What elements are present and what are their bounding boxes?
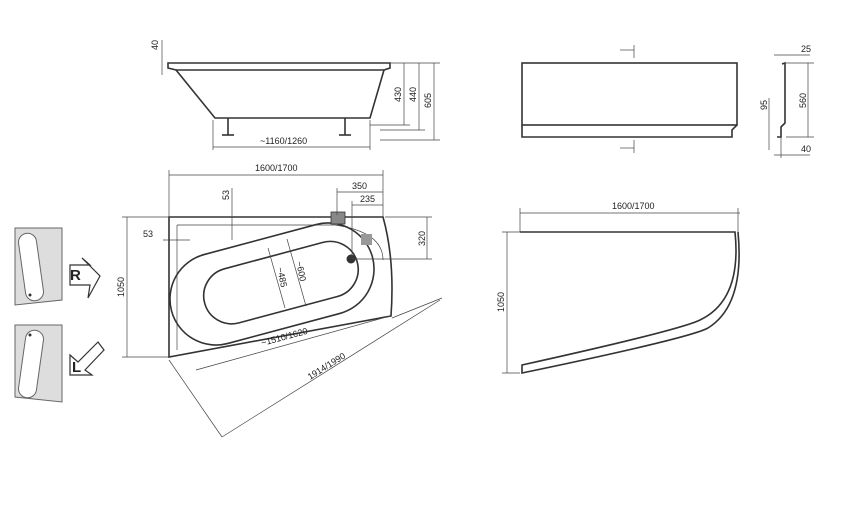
panel-plan-depth: 1050 [496, 292, 506, 312]
dim-605: 605 [423, 93, 433, 108]
dim-rim-left: 53 [143, 229, 153, 239]
dim-95: 95 [759, 100, 769, 110]
side-view: 40 430 440 605 ~1160/1260 [150, 40, 440, 150]
variant-label-l: L [72, 359, 81, 376]
dim-inner-width: ~485 [275, 266, 289, 288]
dim-diagonal: 1914/1990 [306, 351, 347, 382]
variant-label-r: R [70, 267, 81, 284]
dim-560: 560 [798, 93, 808, 108]
variant-left: L [14, 324, 105, 403]
dim-40: 40 [801, 144, 811, 154]
dim-rim-top: 53 [221, 190, 231, 200]
panel-plan-view: 1600/1700 1050 [496, 201, 740, 374]
dim-25: 25 [801, 44, 811, 54]
dim-inner-length: ~1510/1620 [260, 326, 309, 348]
dim-depth: 1050 [116, 277, 126, 297]
dim-440: 440 [408, 87, 418, 102]
dim-length: ~1160/1260 [260, 136, 307, 146]
arrow-left-icon [69, 341, 105, 376]
dim-outer-width: ~600 [294, 260, 308, 282]
panel-plan-width: 1600/1700 [612, 201, 655, 211]
handshower-fixture [361, 234, 372, 245]
dim-width: 1600/1700 [255, 163, 298, 173]
dim-430: 430 [393, 87, 403, 102]
dim-235: 235 [360, 194, 375, 204]
panel-front-view [521, 45, 738, 153]
tap-fixture [330, 211, 346, 225]
arrow-right-icon [69, 257, 101, 299]
leg-icon [222, 118, 234, 136]
leg-icon [339, 118, 351, 136]
panel-profile: 25 560 95 40 [759, 44, 814, 158]
variant-right: R [14, 227, 101, 306]
drain-icon [346, 254, 356, 264]
dim-rim: 40 [150, 40, 160, 50]
plan-view: 1600/1700 350 235 320 1050 53 53 ~485 ~6… [116, 163, 443, 438]
dim-320: 320 [417, 231, 427, 246]
dim-350: 350 [352, 181, 367, 191]
